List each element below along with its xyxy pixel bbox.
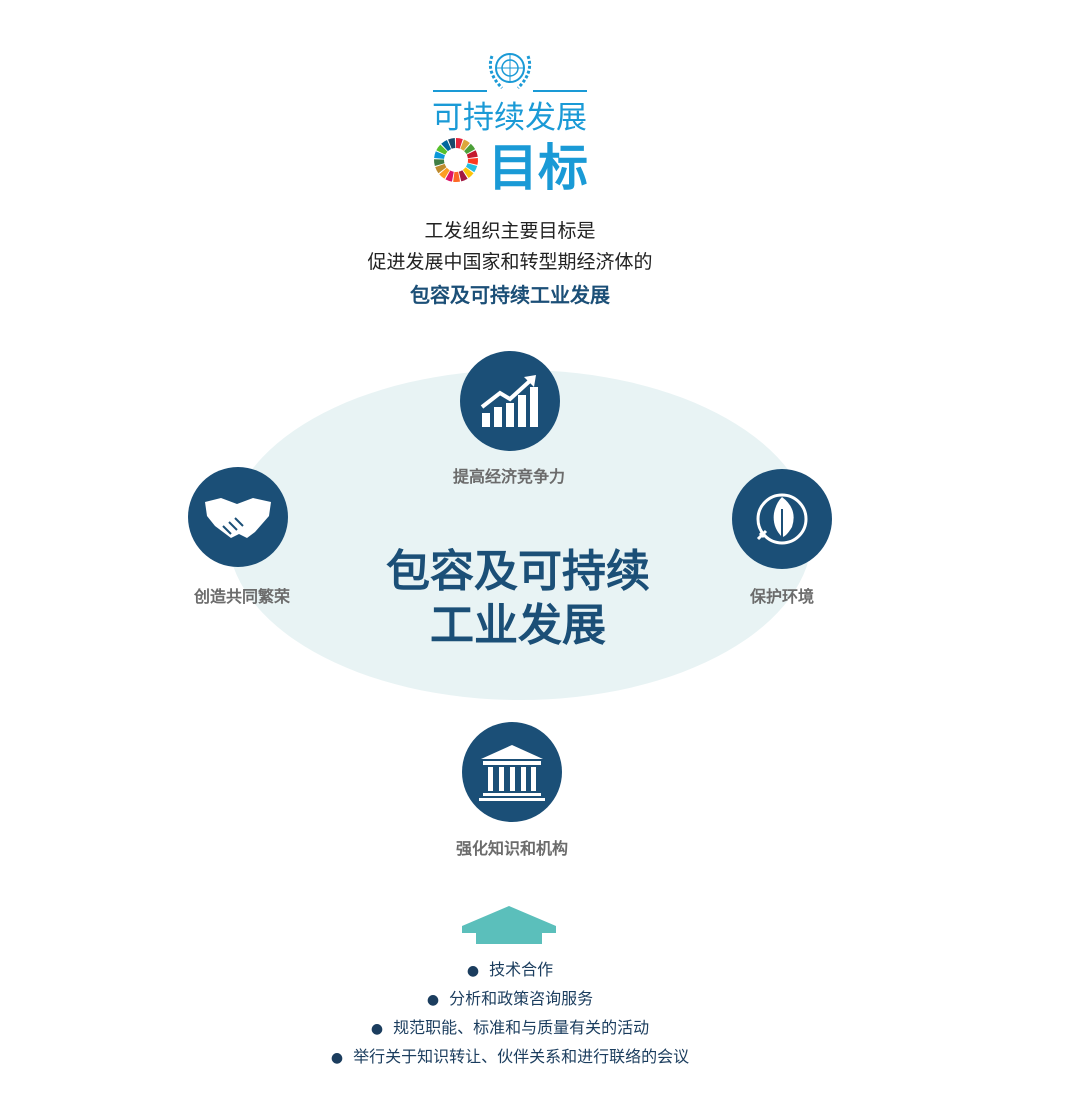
sdg-title-line2: 目标 (488, 139, 588, 197)
sdg-wheel-icon (434, 138, 479, 183)
growth-chart-icon (460, 351, 560, 451)
pillar-label-environment: 保护环境 (749, 587, 814, 606)
handshake-icon (188, 467, 288, 567)
pillar-label-institutions: 强化知识和机构 (455, 839, 568, 858)
intro-line2: 促进发展中国家和转型期经济体的 (367, 251, 653, 273)
functions-list: ●技术合作 ●分析和政策咨询服务 ●规范职能、标准和与质量有关的活动 ●举行关于… (0, 955, 1020, 1071)
center-title-line1: 包容及可持续 (386, 546, 650, 597)
center-title: 包容及可持续 工业发展 (318, 545, 718, 653)
list-item: ●规范职能、标准和与质量有关的活动 (370, 1018, 650, 1037)
pillar-label-prosperity: 创造共同繁荣 (193, 587, 290, 606)
up-arrow-icon (462, 906, 556, 944)
institution-icon (462, 722, 562, 822)
list-item: ●技术合作 (466, 960, 554, 979)
intro-highlight: 包容及可持续工业发展 (410, 283, 610, 307)
sdg-title-line1: 可持续发展 (432, 100, 587, 136)
leaf-plug-icon (732, 469, 832, 569)
list-item: ●分析和政策咨询服务 (426, 989, 594, 1008)
intro-line1: 工发组织主要目标是 (424, 220, 596, 242)
pillar-label-competitiveness: 提高经济竞争力 (452, 467, 565, 486)
center-title-line2: 工业发展 (430, 600, 606, 651)
list-item: ●举行关于知识转让、伙伴关系和进行联络的会议 (330, 1047, 690, 1066)
un-emblem-icon (488, 53, 532, 90)
